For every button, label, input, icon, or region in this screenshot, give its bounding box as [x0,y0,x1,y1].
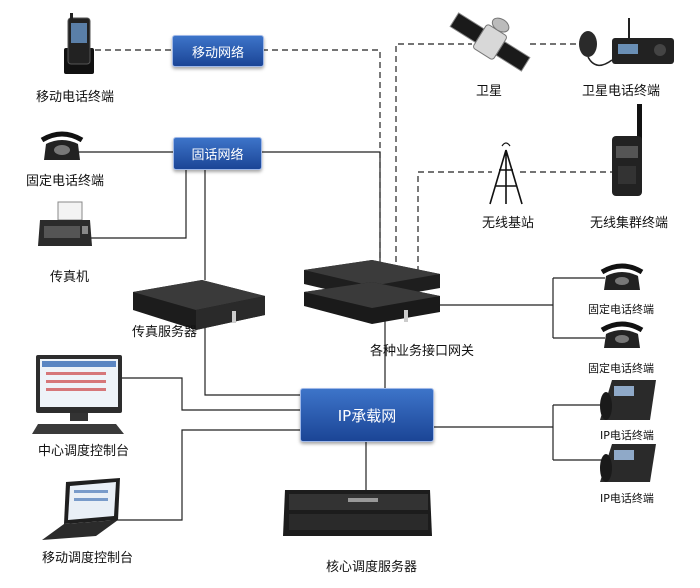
mobile-terminal-label: 移动电话终端 [36,90,115,105]
mobile-network-label: 移动网络 [191,45,244,61]
ip-phone-1-icon [600,380,656,420]
link-gateway-basestation [417,171,492,272]
walkie-talkie-icon [612,104,642,196]
satellite-label: 卫星 [476,84,503,99]
gateway-label: 各种业务接口网关 [370,344,475,359]
rotary-phone-r2-icon [600,321,644,348]
mobile-console-label: 移动调度控制台 [42,551,134,566]
link-console-ip [120,377,300,411]
laptop-icon [42,478,120,540]
core-server-label: 核心调度服务器 [326,560,418,575]
link-mobileconsole-ip [110,429,300,521]
satellite-terminal-label: 卫星电话终端 [582,84,661,99]
ip-phone-2-label: IP电话终端 [600,492,654,505]
rotary-phone-icon [40,131,84,160]
fixed-terminal-left-label: 固定电话终端 [26,174,105,189]
fax-server-icon [133,280,265,330]
solid-links [78,151,605,521]
trunk-terminal-label: 无线集群终端 [590,216,669,231]
satellite-icon [449,12,531,72]
fax-server-label: 传真服务器 [132,325,198,340]
mobile-phone-icon [64,13,94,74]
central-console-label: 中心调度控制台 [38,444,130,459]
link-gateway-satellite [395,43,472,272]
rotary-phone-r1-icon [600,263,644,290]
fax-label: 传真机 [50,270,90,285]
link-fixed-gateway [260,151,381,270]
satellite-phone-icon [579,18,674,66]
core-server-icon [283,490,432,536]
fixed-terminal-r2-label: 固定电话终端 [588,362,654,375]
fixed-network-label: 固话网络 [191,148,244,163]
link-faxserver-ip [204,325,300,396]
ip-phone-1-label: IP电话终端 [600,429,654,442]
ip-network-box: IP承载网 [300,388,434,442]
base-station-icon [489,142,523,205]
link-fixed-fax [90,168,187,239]
desktop-computer-icon [32,355,124,434]
fixed-network-box: 固话网络 [173,137,262,170]
dashed-links [95,43,612,272]
base-station-label: 无线基站 [482,216,535,231]
mobile-network-box: 移动网络 [172,35,264,67]
ip-phone-2-icon [600,444,656,482]
fax-machine-icon [38,201,92,246]
ip-network-label: IP承载网 [337,406,397,425]
link-mobile-gateway [262,49,381,270]
fixed-terminal-r1-label: 固定电话终端 [588,303,654,316]
gateway-icon [304,260,440,324]
